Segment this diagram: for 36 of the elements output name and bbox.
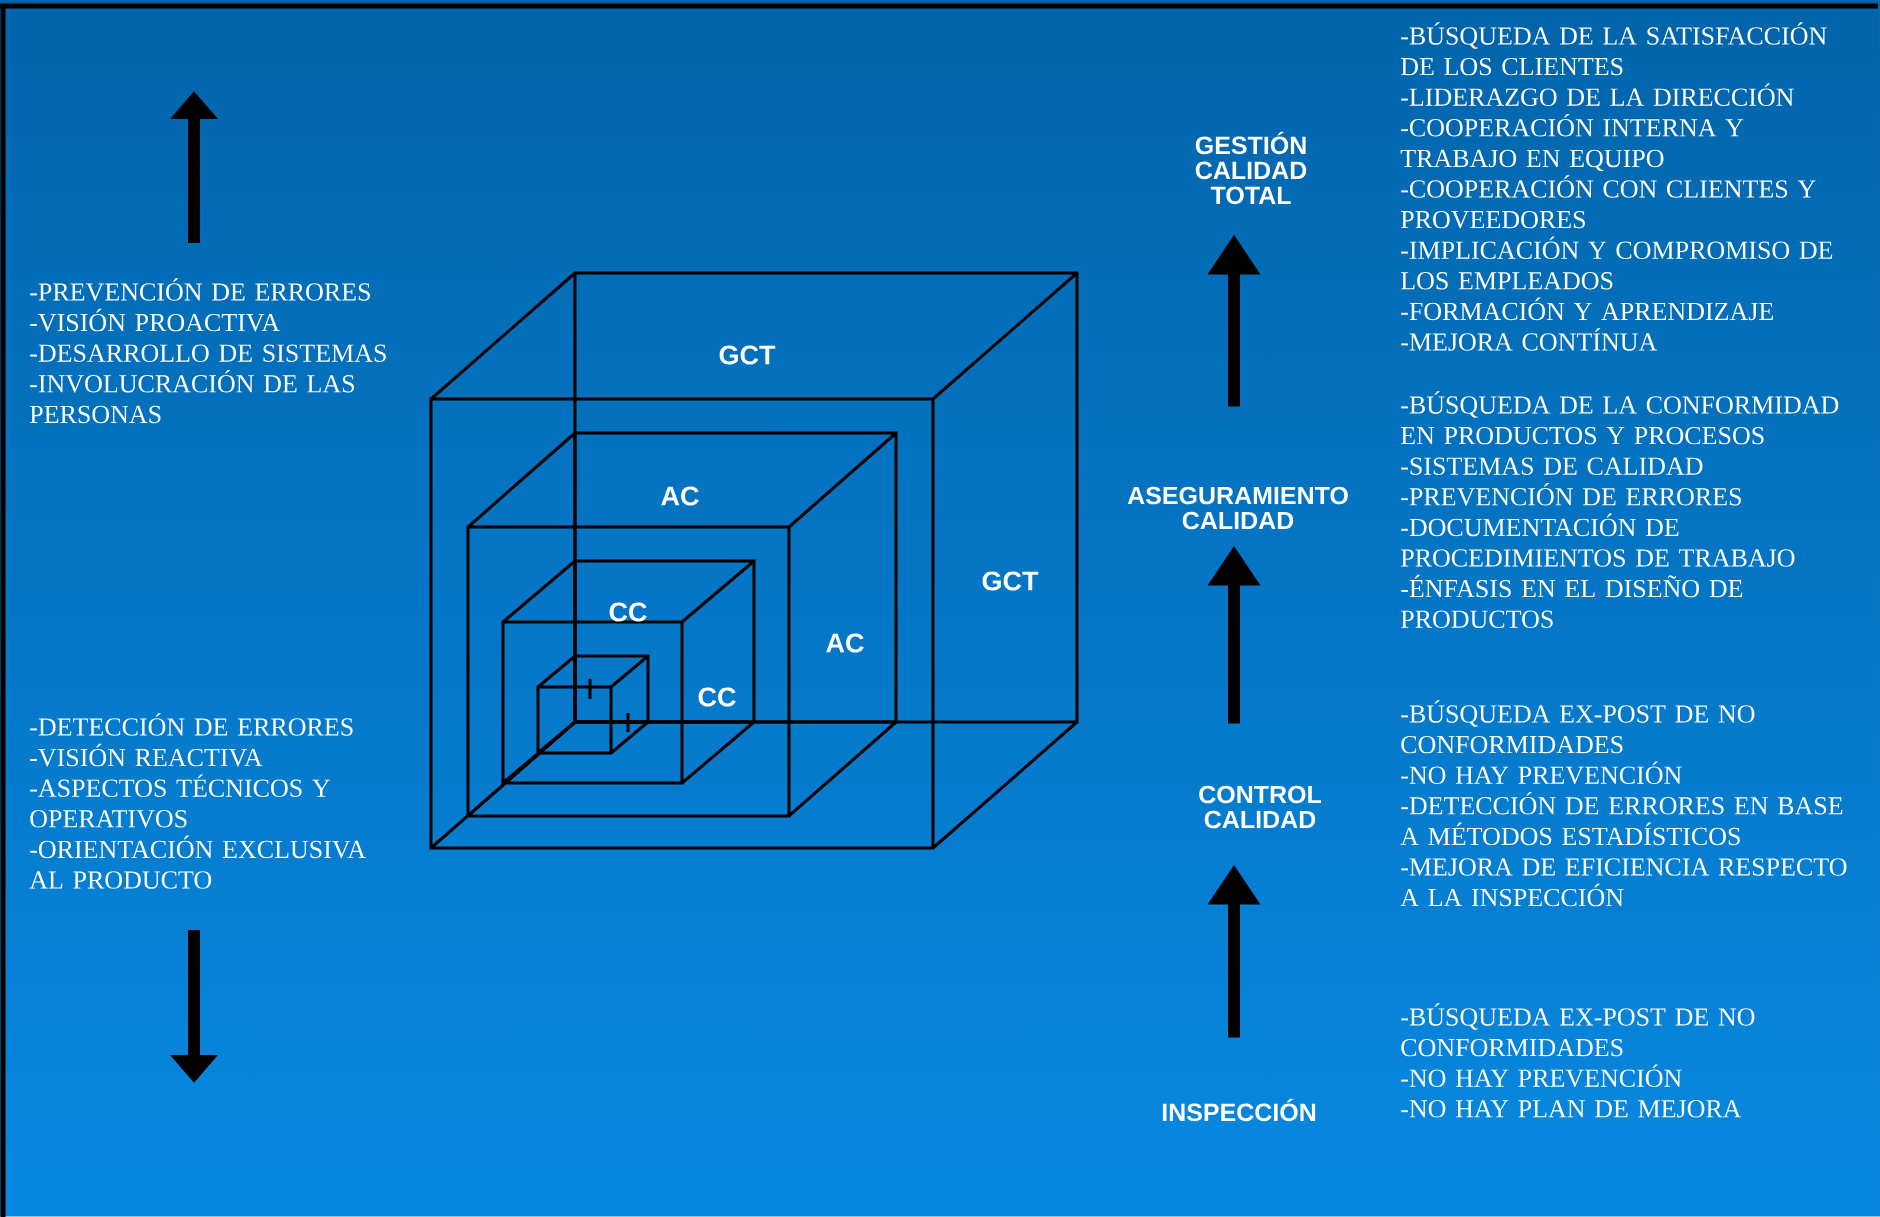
stage-label: CONTROL CALIDAD	[1199, 785, 1322, 829]
label: -DETECCIÓN DE ERRORES	[30, 713, 353, 736]
label: -ASPECTOS TÉCNICOS Y OPERATIVOS	[30, 774, 330, 828]
cube: CC CC	[501, 559, 756, 785]
item-list: -BÚSQUEDA EX-POST DE NO CONFORMIDADES -NO HAY PREVENCIÓN -DETECCIÓN DE ERRORES EN BASE A MÉTODOS ESTADÍSTICOS -MEJORA DE EFICIENCIA RESPECTO A LA INSPECCIÓN	[1400, 700, 1847, 907]
stage-label: GESTIÓN CALIDAD TOTAL	[1195, 131, 1307, 205]
node-label: -BÚSQUEDA DE LA CONFORMIDAD EN PRODUCTOS Y PROCESOS	[1400, 391, 1839, 445]
node-label: -COOPERACIÓN CON CLIENTES Y PROVEEDORES	[1400, 175, 1816, 229]
node-label: -DETECCIÓN DE ERRORES EN BASE A MÉTODOS ESTADÍSTICOS	[1400, 792, 1843, 846]
node-label: -BÚSQUEDA DE LA SATISFACCIÓN DE LOS CLIENTES	[1400, 22, 1827, 76]
item-list: -BÚSQUEDA DE LA CONFORMIDAD EN PRODUCTOS Y PROCESOS -SISTEMAS DE CALIDAD -PREVENCIÓN DE ERRORES -DOCUMENTACIÓN DE PROCEDIMIENTOS DE TRABAJO -ÉNFASIS EN EL DISEÑO DE PRODUCTOS	[1400, 391, 1839, 628]
stage-label: INSPECCIÓN	[1162, 1098, 1316, 1122]
item-list: -BÚSQUEDA DE LA SATISFACCIÓN DE LOS CLIENTES -LIDERAZGO DE LA DIRECCIÓN -COOPERACIÓN INTERNA Y TRABAJO EN EQUIPO -COOPERACIÓN CON CLIENTES Y PROVEEDORES -IMPLICACIÓN Y COMPROMISO DE LOS EMPLEADOS -FORMACIÓN Y APRENDIZAJE -MEJORA CONTÍNUA	[1400, 22, 1833, 351]
node-label: -FORMACIÓN Y APRENDIZAJE	[1401, 297, 1773, 321]
item-list: -DETECCIÓN DE ERRORES -VISIÓN REACTIVA -ASPECTOS TÉCNICOS Y OPERATIVOS -ORIENTACIÓN EXCLUSIVA AL PRODUCTO	[29, 713, 366, 889]
node-label: -DOCUMENTACIÓN DE PROCEDIMIENTOS DE TRABAJO	[1400, 513, 1795, 567]
node-label: -SISTEMAS DE CALIDAD	[1401, 457, 1703, 475]
node-label: -COOPERACIÓN INTERNA Y TRABAJO EN EQUIPO	[1400, 114, 1744, 172]
label: -PREVENCIÓN DE ERRORES	[30, 278, 370, 301]
node-label: -LIDERAZGO DE LA DIRECCIÓN	[1401, 83, 1794, 106]
label: -INVOLUCRACIÓN DE LAS PERSONAS	[29, 370, 354, 424]
item-list: -BÚSQUEDA EX-POST DE NO CONFORMIDADES -NO HAY PREVENCIÓN -NO HAY PLAN DE MEJORA	[1401, 1003, 1755, 1118]
label: -DESARROLLO DE SISTEMAS	[30, 344, 386, 362]
node-label: -NO HAY PREVENCIÓN	[1401, 761, 1682, 785]
node-label: -IMPLICACIÓN Y COMPROMISO DE LOS EMPLEADOS	[1400, 236, 1833, 290]
label: -VISIÓN PROACTIVA	[30, 308, 280, 332]
node-label: -PREVENCIÓN DE ERRORES	[1401, 483, 1741, 506]
node-label: -MEJORA DE EFICIENCIA RESPECTO A LA INSPECCIÓN	[1400, 858, 1847, 907]
label: -VISIÓN REACTIVA	[30, 743, 263, 767]
node-label: -MEJORA CONTÍNUA	[1401, 328, 1658, 351]
item-list: -PREVENCIÓN DE ERRORES -VISIÓN PROACTIVA -DESARROLLO DE SISTEMAS -INVOLUCRACIÓN DE LAS PERSONAS	[29, 278, 386, 424]
stage-label: ASEGURAMIENTO CALIDAD	[1127, 486, 1348, 530]
cube	[536, 654, 650, 755]
node-label: -ÉNFASIS EN EL DISEÑO DE PRODUCTOS	[1400, 574, 1743, 628]
node-label: -BÚSQUEDA EX-POST DE NO CONFORMIDADES	[1401, 700, 1755, 754]
label: -ORIENTACIÓN EXCLUSIVA AL PRODUCTO	[29, 835, 366, 889]
